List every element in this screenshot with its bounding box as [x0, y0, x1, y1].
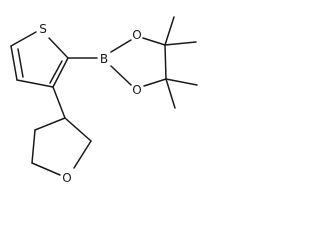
- bond-c3-thf: [52, 86, 66, 119]
- bond-thf-4: [31, 129, 36, 164]
- atom-oxygen-upper: O: [132, 28, 141, 42]
- atom-oxygen-lower: O: [132, 83, 141, 97]
- bond-thf-1: [64, 117, 92, 142]
- methyl-1: [164, 16, 175, 46]
- bond-thf-2: [73, 140, 92, 169]
- bond-c-c: [164, 44, 167, 80]
- bond-b-o-upper: [110, 39, 132, 53]
- bond-c-o-lower: [143, 78, 167, 87]
- atom-sulfur: S: [39, 22, 47, 36]
- methyl-4: [165, 78, 176, 109]
- atom-oxygen-ring: O: [62, 171, 71, 185]
- thiophene-ring: [10, 31, 69, 88]
- bond-c2-c3-double: [49, 60, 63, 84]
- bond-o-upper-c: [142, 37, 166, 46]
- bond-c4-c5-double: [17, 48, 24, 78]
- methyl-2: [164, 41, 197, 46]
- tetrahydrofuran-ring: [31, 117, 92, 176]
- bond-c5-s: [10, 31, 37, 47]
- bond-thf-3: [31, 162, 61, 176]
- bond-thf-5: [34, 117, 66, 131]
- atom-boron: B: [100, 52, 108, 66]
- molecule-structure: S B O O O: [10, 16, 198, 185]
- bond-c2-c3: [52, 57, 69, 88]
- dioxaborolane-ring: [110, 37, 167, 87]
- methyl-3: [165, 78, 198, 86]
- bond-c4-c5: [10, 45, 18, 81]
- methyl-groups: [164, 16, 198, 109]
- bond-o-lower-b: [110, 65, 132, 86]
- bond-c3-c4: [16, 79, 54, 88]
- bond-s-c2: [48, 37, 69, 59]
